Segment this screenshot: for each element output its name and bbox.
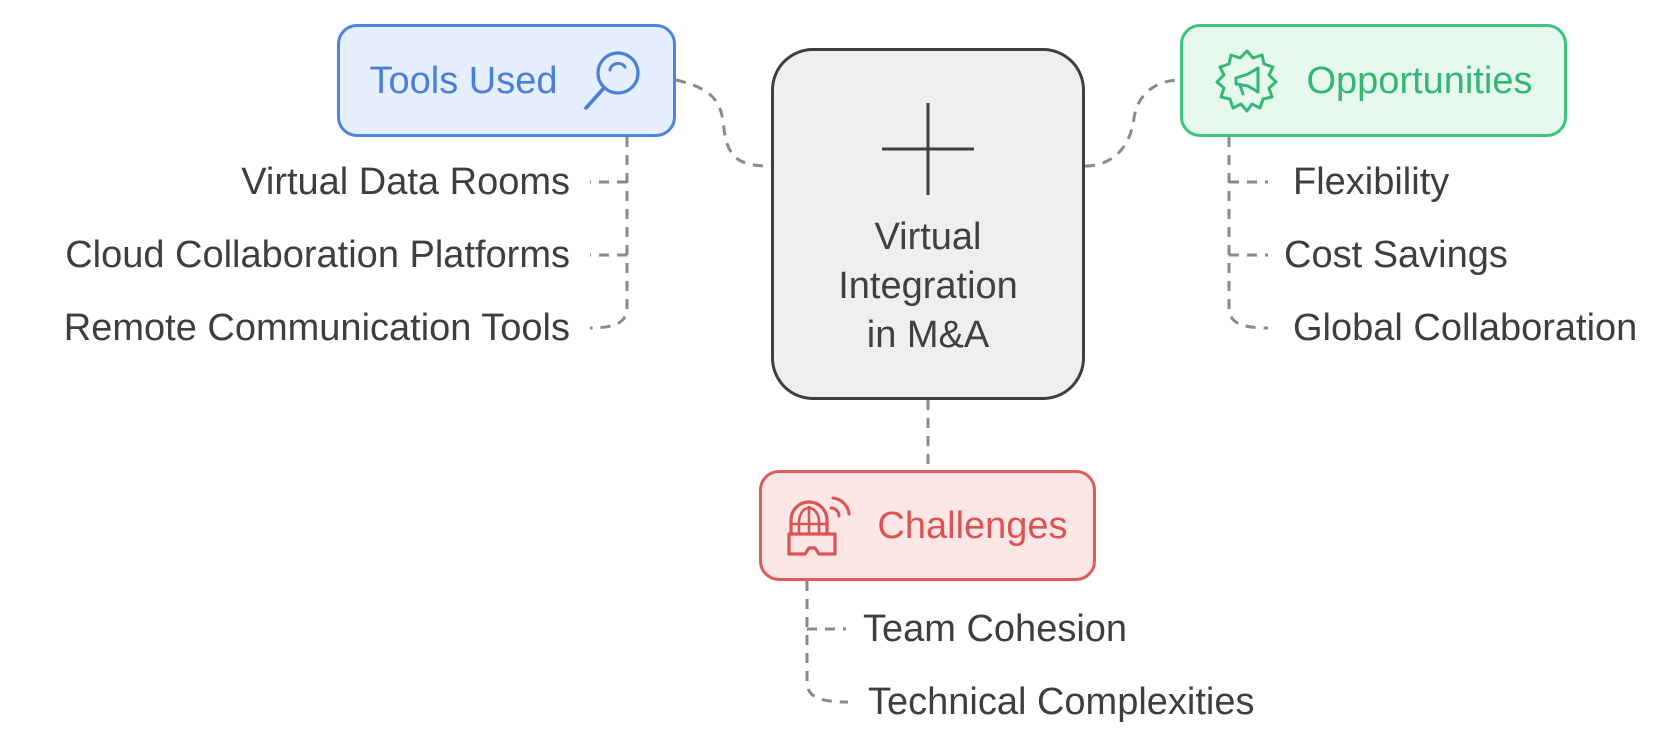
opps-item-flexibility: Flexibility bbox=[1293, 161, 1450, 203]
central-topic-node[interactable]: Virtual Integration in M&A bbox=[771, 48, 1085, 400]
tools-item-cloud-collaboration-platforms: Cloud Collaboration Platforms bbox=[65, 234, 570, 276]
connector-opps-trunk bbox=[1227, 137, 1269, 330]
tools-used-node[interactable]: Tools Used bbox=[337, 24, 676, 137]
opps-item-global-collaboration: Global Collaboration bbox=[1293, 307, 1638, 349]
connector-tools-trunk bbox=[589, 137, 629, 330]
plus-icon bbox=[882, 103, 974, 195]
vr-headset-icon bbox=[787, 496, 851, 556]
opportunities-node[interactable]: Opportunities bbox=[1180, 24, 1567, 137]
connector-center-to-opportunities bbox=[1084, 78, 1181, 168]
connector-tools-to-center bbox=[675, 78, 772, 168]
tools-item-remote-communication-tools: Remote Communication Tools bbox=[63, 307, 570, 349]
challenges-item-technical-complexities: Technical Complexities bbox=[868, 681, 1255, 723]
challenges-node[interactable]: Challenges bbox=[759, 470, 1096, 581]
connector-chal-trunk bbox=[805, 581, 849, 704]
opps-item-cost-savings: Cost Savings bbox=[1284, 234, 1508, 276]
tools-used-label: Tools Used bbox=[369, 59, 558, 102]
opportunities-label: Opportunities bbox=[1306, 59, 1533, 102]
challenges-item-team-cohesion: Team Cohesion bbox=[863, 608, 1128, 650]
megaphone-badge-icon bbox=[1215, 49, 1278, 112]
challenges-label: Challenges bbox=[877, 504, 1068, 547]
central-topic-title: Virtual Integration in M&A bbox=[838, 216, 1018, 356]
magnifier-icon bbox=[584, 50, 641, 110]
tools-item-virtual-data-rooms: Virtual Data Rooms bbox=[241, 161, 570, 203]
